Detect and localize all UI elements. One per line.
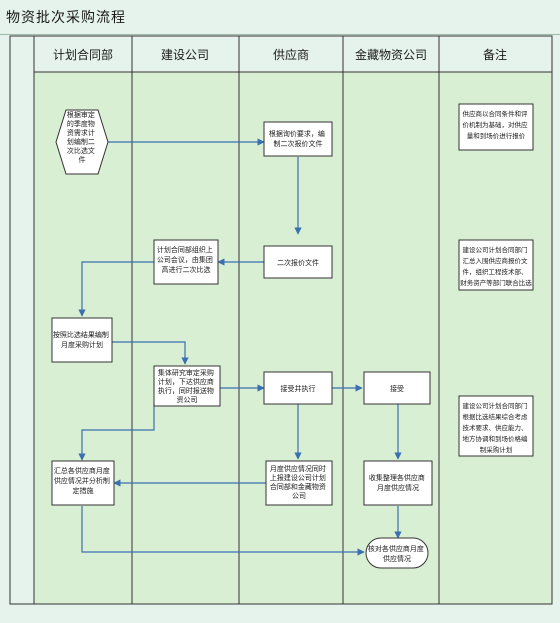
- node-text: 集体研究审定采购 计划，下达供应商 执行，同时报送物 资公司: [158, 368, 216, 404]
- node-approve-plan: [153, 365, 221, 407]
- node-accept-execute: [263, 371, 333, 405]
- note-compile-plan: [458, 395, 534, 457]
- lane-header-supplier: 供应商: [273, 47, 309, 62]
- node-text: 根据询价要求，编 制二次报价文件: [269, 129, 327, 148]
- node-text: 计划合同部组织上 公司会议，由集团 高进行二次比选: [157, 245, 215, 274]
- node-text: 收集整理各供应商 月度供应情况: [369, 473, 427, 492]
- lane-construction: [131, 35, 240, 605]
- note-summarize-quotes: [458, 239, 534, 291]
- node-collect-supply: [363, 460, 433, 506]
- arrow-n6-n11: [78, 404, 155, 461]
- node-text: 月度供应情况同时 上报建设公司计划 合同部和金藏物资 公司: [270, 464, 328, 500]
- note-text: 建设公司计划合同部门 根据比选结果综合考虑 技术要求、供应能力、 地方协调和到场…: [462, 401, 529, 454]
- arrow-n11-n12: [81, 506, 365, 556]
- note-quotation: [458, 103, 534, 151]
- node-text: 接受并执行: [281, 384, 316, 393]
- node-text: 核对各供应商月度 供应情况: [368, 544, 426, 563]
- node-accept: [363, 371, 431, 405]
- node-selection-meeting: [153, 239, 219, 285]
- node-text: 按照比选结果编制 月度采购计划: [53, 330, 111, 349]
- node-monthly-plan: [51, 317, 113, 363]
- connectors: [78, 138, 402, 556]
- lane-header-row: [33, 35, 553, 73]
- node-monthly-report: [265, 460, 333, 506]
- node-second-quote: [263, 245, 333, 279]
- node-text: 根据审定 的季度物 资需求计 划编制二 次比选文 件: [67, 110, 97, 164]
- lane-header-notes: 备注: [483, 47, 507, 62]
- note-text: 供应商以合同条件和评 价机制为基础，对供应 量和到场价进行报价: [462, 109, 529, 140]
- node-text: 二次报价文件: [277, 258, 319, 267]
- lane-header-construction: 建设公司: [161, 48, 209, 62]
- lane-header-jinzang: 金藏物资公司: [355, 47, 427, 62]
- lane-header-plan-contract: 计划合同部: [53, 47, 113, 62]
- node-verify-supply: [365, 537, 429, 569]
- title-bar: 物资批次采购流程: [0, 0, 560, 35]
- arrow-n5-n6: [112, 341, 189, 365]
- lane-supplier: [238, 35, 344, 605]
- note-text: 建设公司计划合同部门 汇总入围供应商报价文 件，组织工程技术部、 财务资产等部门…: [460, 245, 532, 287]
- lane-jinzang: [342, 35, 440, 605]
- node-compile-quote: [263, 121, 333, 157]
- node-text: 接受: [390, 384, 404, 393]
- page-title: 物资批次采购流程: [6, 10, 126, 26]
- node-compile-selection-docs: [55, 109, 109, 175]
- node-summarize-analyze: [51, 460, 115, 506]
- node-text: 汇总各供应商月度 供应情况并分析制 定措施: [54, 466, 112, 495]
- left-margin-column: [9, 35, 35, 605]
- arrow-n4-n5: [78, 261, 154, 317]
